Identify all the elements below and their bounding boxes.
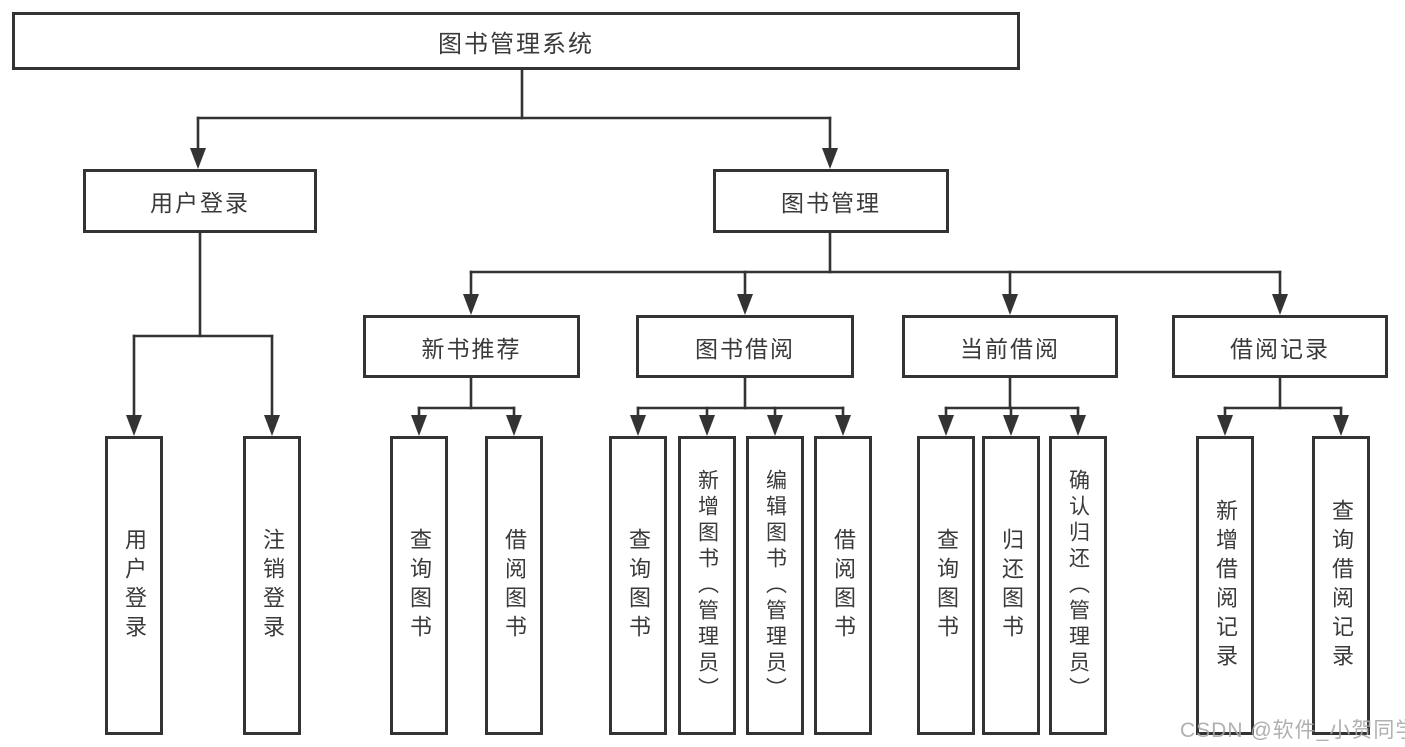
leaf-query-books: 查询图书 bbox=[917, 436, 975, 735]
leaf-borrow-books: 借阅图书 bbox=[485, 436, 543, 735]
node-book-borrow: 图书借阅 bbox=[636, 315, 854, 378]
leaf-edit-book-admin: 编辑图书（管理员） bbox=[746, 436, 804, 735]
leaf-query-books: 查询图书 bbox=[609, 436, 667, 735]
csdn-watermark: CSDN @软件_小贺同学 bbox=[1180, 719, 1405, 742]
leaf-query-books: 查询图书 bbox=[390, 436, 448, 735]
leaf-user-login: 用户登录 bbox=[105, 436, 163, 735]
leaf-return-books: 归还图书 bbox=[982, 436, 1040, 735]
node-borrow-record: 借阅记录 bbox=[1172, 315, 1388, 378]
leaf-confirm-return-admin: 确认归还（管理员） bbox=[1049, 436, 1107, 735]
leaf-add-book-admin: 新增图书（管理员） bbox=[678, 436, 736, 735]
leaf-logout: 注销登录 bbox=[243, 436, 301, 735]
leaf-query-borrow-record: 查询借阅记录 bbox=[1312, 436, 1370, 735]
node-current-borrow: 当前借阅 bbox=[902, 315, 1118, 378]
leaf-add-borrow-record: 新增借阅记录 bbox=[1196, 436, 1254, 735]
leaf-borrow-books: 借阅图书 bbox=[814, 436, 872, 735]
arrowheads bbox=[126, 148, 1349, 436]
node-book-management: 图书管理 bbox=[713, 169, 949, 233]
node-root: 图书管理系统 bbox=[12, 12, 1020, 70]
node-user-login: 用户登录 bbox=[83, 169, 317, 233]
node-new-book-recommend: 新书推荐 bbox=[363, 315, 580, 378]
